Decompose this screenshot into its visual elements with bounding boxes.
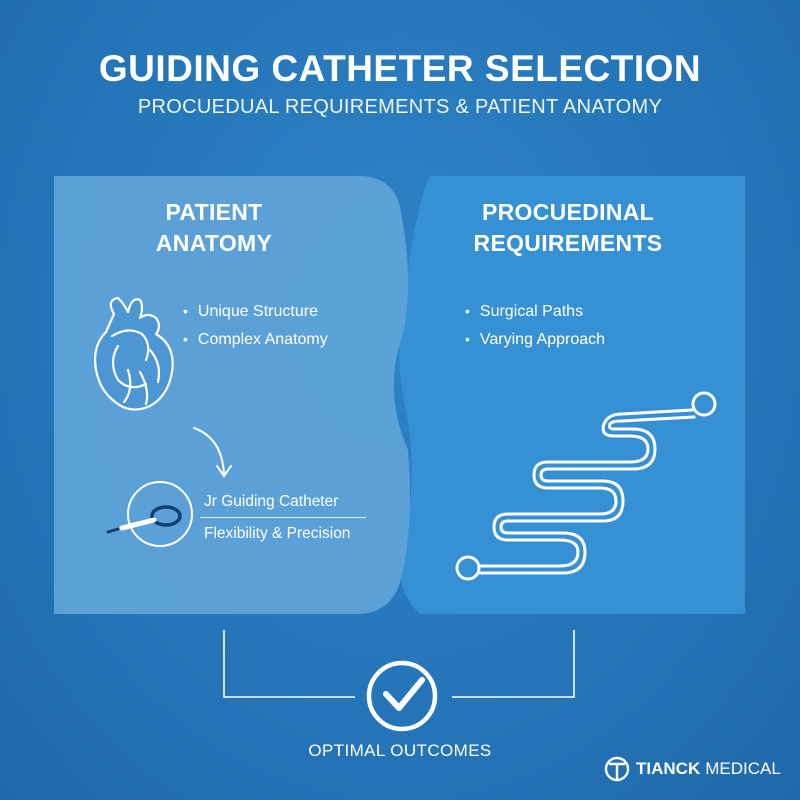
- right-panel: [398, 176, 745, 614]
- page-title: GUIDING CATHETER SELECTION: [98, 48, 702, 89]
- left-panel: [54, 176, 410, 614]
- tianck-logo-icon: [604, 756, 630, 782]
- outcome-label: OPTIMAL OUTCOMES: [308, 741, 492, 760]
- page-subtitle: PROCUEDUAL REQUIREMENTS & PATIENT ANATOM…: [137, 96, 663, 118]
- catheter-subtitle: Flexibility & Precision: [204, 525, 351, 542]
- right-heading-line2: REQUIREMENTS: [473, 230, 663, 256]
- catheter-divider: [200, 517, 366, 518]
- checkmark-circle-icon: [366, 660, 438, 732]
- left-bullet-item: Unique Structure: [183, 297, 328, 325]
- left-heading-line1: PATIENT: [165, 199, 263, 225]
- right-bullet-item: Varying Approach: [465, 325, 605, 353]
- brand-name-bold: TIANCK: [636, 759, 701, 778]
- right-bullet-list: Surgical Paths Varying Approach: [465, 297, 605, 353]
- brand: TIANCK MEDICAL: [604, 756, 781, 782]
- left-heading-line2: ANATOMY: [155, 230, 273, 256]
- left-bullet-item: Complex Anatomy: [183, 325, 328, 353]
- left-panel-heading: PATIENT ANATOMY: [154, 197, 274, 259]
- catheter-icon: [106, 481, 193, 547]
- winding-path-icon: [455, 391, 717, 581]
- brand-name-rest: MEDICAL: [705, 759, 781, 778]
- outcome-connectors: [223, 630, 575, 698]
- left-bullet-list: Unique Structure Complex Anatomy: [183, 297, 328, 353]
- right-bullet-item: Surgical Paths: [465, 297, 605, 325]
- heart-icon: [94, 296, 174, 411]
- right-panel-heading: PROCUEDINAL REQUIREMENTS: [458, 197, 678, 259]
- down-arrow: [193, 427, 232, 478]
- catheter-title: Jr Guiding Catheter: [204, 493, 339, 510]
- right-heading-line1: PROCUEDINAL: [482, 199, 654, 225]
